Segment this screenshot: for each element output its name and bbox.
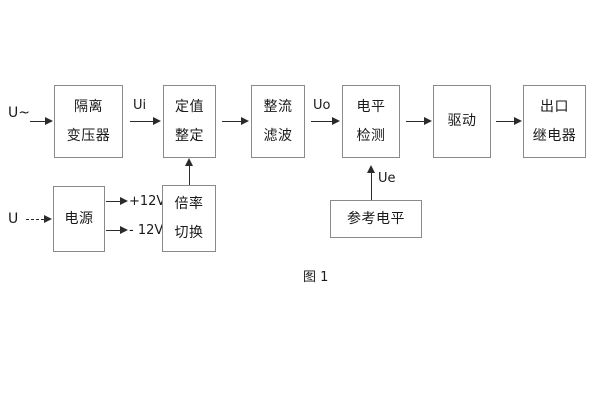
block-reference-level-line1: 参考电平 (347, 210, 405, 227)
block-isolation-transformer-line1: 隔离 (74, 98, 103, 115)
block-output-relay-line1: 出口 (540, 98, 569, 115)
block-setting-value-line2: 整定 (175, 127, 204, 144)
ui-arrowhead (153, 117, 161, 125)
supply-negative-arrowhead (120, 226, 128, 234)
input-dc-dashed-line (26, 219, 44, 220)
block-rectify-filter-line2: 滤波 (263, 127, 293, 144)
block-multiplier-switch-line1: 倍率 (174, 195, 204, 212)
uo-line (311, 121, 333, 122)
supply-negative-line (106, 230, 122, 231)
multiplier-to-setting-line (189, 163, 190, 185)
supply-positive-arrowhead (120, 197, 128, 205)
input-dc-arrowhead (44, 215, 52, 223)
block-rectify-filter[interactable]: 整流 滤波 (251, 85, 305, 158)
signal-uo-label: Uo (313, 98, 331, 113)
uo-arrowhead (332, 117, 340, 125)
reference-to-level-arrowhead (367, 165, 375, 173)
block-level-detection-line2: 检测 (356, 127, 386, 144)
setting-to-rectify-arrowhead (241, 117, 249, 125)
drive-to-relay-arrowhead (514, 117, 522, 125)
block-isolation-transformer-line2: 变压器 (66, 127, 111, 144)
block-level-detection-line1: 电平 (356, 98, 386, 115)
multiplier-to-setting-arrowhead (185, 158, 193, 166)
input-dc-label: U (8, 211, 19, 227)
setting-to-rectify-line (222, 121, 242, 122)
block-level-detection[interactable]: 电平 检测 (342, 85, 400, 158)
block-multiplier-switch[interactable]: 倍率 切换 (162, 185, 216, 252)
block-reference-level[interactable]: 参考电平 (330, 200, 422, 238)
figure-caption: 图 1 (303, 270, 329, 285)
block-output-relay[interactable]: 出口 继电器 (523, 85, 586, 158)
block-multiplier-switch-line2: 切换 (174, 224, 204, 241)
block-rectify-filter-line1: 整流 (263, 98, 293, 115)
level-to-drive-line (406, 121, 425, 122)
supply-positive-line (106, 201, 122, 202)
block-isolation-transformer[interactable]: 隔离 变压器 (54, 85, 123, 158)
block-output-relay-line2: 继电器 (532, 127, 577, 144)
ui-line (130, 121, 154, 122)
drive-to-relay-line (496, 121, 515, 122)
block-setting-value[interactable]: 定值 整定 (163, 85, 216, 158)
supply-negative-label: - 12V (129, 223, 164, 238)
input-ac-line (30, 121, 46, 122)
input-ac-arrowhead (45, 117, 53, 125)
supply-positive-label: +12V (129, 194, 166, 209)
signal-ui-label: Ui (133, 98, 147, 113)
block-power-supply-line1: 电源 (64, 210, 94, 227)
block-power-supply[interactable]: 电源 (53, 186, 105, 252)
signal-ue-label: Ue (378, 171, 396, 186)
block-setting-value-line1: 定值 (175, 98, 204, 115)
reference-to-level-line (371, 170, 372, 200)
block-drive[interactable]: 驱动 (433, 85, 491, 158)
block-drive-line1: 驱动 (447, 113, 477, 130)
level-to-drive-arrowhead (424, 117, 432, 125)
input-ac-label: U~ (8, 105, 30, 121)
